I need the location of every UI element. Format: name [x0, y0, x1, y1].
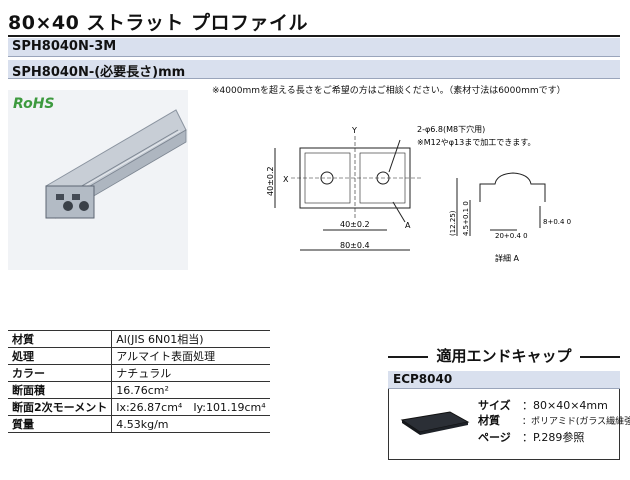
title-divider	[8, 35, 620, 37]
spec-label: 断面積	[8, 381, 113, 399]
end-cap-box	[388, 389, 620, 460]
end-cap-part-bar: ECP8040	[388, 371, 620, 389]
end-cap-heading-text: 適用エンドキャップ	[428, 347, 580, 365]
end-cap-part-number: ECP8040	[393, 372, 453, 386]
end-cap-value: ：80×40×4mm	[522, 399, 608, 412]
page-title: 80×40 ストラット プロファイル	[8, 12, 309, 34]
table-row: カラー ナチュラル	[8, 364, 270, 382]
spec-value: 16.76cm²	[111, 381, 270, 399]
table-row: 材質 Al(JIS 6N01相当)	[8, 330, 270, 348]
part-number-2: SPH8040N-(必要長さ)mm	[12, 65, 186, 80]
spec-value: 4.53kg/m	[111, 415, 270, 433]
length-note: ※4000mmを超える長さをご希望の方はご相談ください。（素材寸法は6000mm…	[212, 86, 566, 96]
axis-y-label: Y	[351, 126, 357, 135]
detail-callout-a: A	[405, 221, 411, 230]
spec-value: Ix:26.87cm⁴ Iy:101.19cm⁴	[111, 398, 270, 416]
dim-12-25: (12.25)	[449, 210, 457, 236]
rohs-badge: RoHS	[13, 96, 55, 112]
end-cap-label: 材質	[478, 414, 500, 427]
part-number-bar-2: SPH8040N-(必要長さ)mm	[8, 60, 620, 80]
spec-value: ナチュラル	[111, 364, 270, 382]
part-number-1: SPH8040N-3M	[12, 39, 117, 54]
spec-label: 材質	[8, 330, 113, 348]
dim-8: 8+0.4 0	[543, 218, 571, 226]
table-row: 断面積 16.76cm²	[8, 381, 270, 399]
table-row: 質量 4.53kg/m	[8, 415, 270, 433]
hole-note-2: ※M12やφ13まで加工できます。	[417, 137, 535, 147]
dim-4-5: 4.5+0.1 0	[462, 201, 470, 236]
cross-section-drawing: Y X 2-φ6.8(M8下穴用) ※M12やφ13まで加工できます。 40±0…	[266, 124, 571, 263]
spec-table: 材質 Al(JIS 6N01相当) 処理 アルマイト表面処理 カラー ナチュラル…	[8, 330, 270, 433]
end-cap-heading: 適用エンドキャップ	[388, 345, 620, 366]
spec-value: Al(JIS 6N01相当)	[111, 330, 270, 348]
end-cap-details: サイズ ：80×40×4mm 材質 ：ポリアミド(ガラス繊維強化) ページ ：P.28…	[478, 398, 630, 445]
table-row: 処理 アルマイト表面処理	[8, 347, 270, 365]
table-row: 断面2次モーメント Ix:26.87cm⁴ Iy:101.19cm⁴	[8, 398, 270, 416]
hole-note: 2-φ6.8(M8下穴用)	[417, 124, 485, 134]
end-cap-row: 材質 ：ポリアミド(ガラス繊維強化)	[478, 413, 630, 430]
spec-label: 断面2次モーメント	[8, 398, 113, 416]
end-cap-row: サイズ ：80×40×4mm	[478, 398, 630, 413]
product-photo	[8, 90, 188, 270]
dim-height: 40±0.2	[266, 166, 275, 196]
spec-value: アルマイト表面処理	[111, 347, 270, 365]
end-cap-value: ：ポリアミド(ガラス繊維強化)	[522, 417, 630, 427]
end-cap-image	[400, 411, 470, 435]
dim-pitch: 40±0.2	[340, 220, 370, 229]
end-cap-value: ：P.289参照	[522, 431, 585, 444]
dim-20: 20+0.4 0	[495, 232, 528, 240]
spec-label: カラー	[8, 364, 113, 382]
part-number-bar-1: SPH8040N-3M	[8, 38, 620, 57]
end-cap-label: ページ	[478, 431, 511, 444]
end-cap-row: ページ ：P.289参照	[478, 430, 630, 445]
end-cap-label: サイズ	[478, 399, 511, 412]
spec-label: 質量	[8, 415, 113, 433]
axis-x-label: X	[283, 175, 289, 184]
spec-label: 処理	[8, 347, 113, 365]
dim-width: 80±0.4	[340, 241, 370, 250]
detail-a-label: 詳細 A	[495, 253, 520, 263]
